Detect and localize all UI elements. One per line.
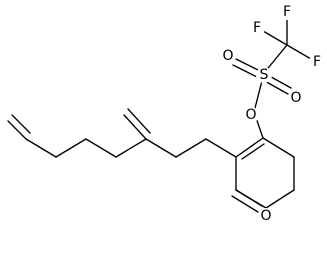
- bond-ring-c6-c1: [235, 137, 264, 158]
- ketone-oxygen-label: O: [260, 208, 271, 224]
- fluorine-top-label: F: [283, 4, 291, 20]
- bond-ketone-2: [231, 195, 259, 213]
- bond-chain-1: [175, 138, 207, 158]
- sulfur-label: S: [260, 67, 269, 83]
- bond-ring-c3-c4: [265, 189, 295, 209]
- bond-chain-6: [25, 138, 57, 158]
- fluorine-right-label: F: [313, 54, 321, 70]
- bond-lines: [7, 17, 312, 213]
- bond-c-f-right: [286, 44, 312, 60]
- bond-ketone-1: [235, 189, 263, 207]
- bond-terminal-vinyl-2: [11, 114, 31, 134]
- bond-methylene-2: [127, 108, 151, 134]
- ether-oxygen-label: O: [245, 107, 256, 123]
- bond-terminal-vinyl-1: [7, 120, 27, 140]
- bond-chain-2: [145, 138, 177, 158]
- bond-ring-c1-c2: [262, 137, 295, 158]
- bond-ring-double-inner: [241, 143, 265, 160]
- fluorine-left-label: F: [253, 20, 261, 36]
- bond-chain-3: [115, 138, 147, 158]
- bond-methylene-1: [123, 114, 147, 140]
- bond-c-f-left: [262, 30, 288, 46]
- bond-chain-ring: [205, 138, 237, 158]
- sulfonyl-oxygen-left-label: O: [222, 48, 233, 64]
- sulfonyl-oxygen-right-label: O: [290, 90, 301, 106]
- atom-label-backgrounds: [220, 4, 325, 224]
- bond-chain-4: [85, 138, 117, 158]
- atom-labels: F F F S O O O O: [222, 4, 321, 224]
- bond-chain-5: [55, 138, 87, 158]
